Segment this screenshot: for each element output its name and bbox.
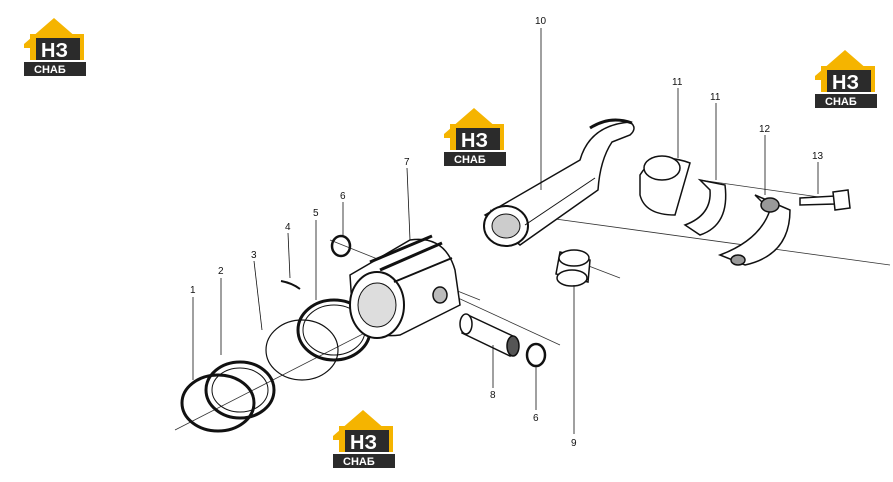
svg-text:СНАБ: СНАБ — [825, 96, 857, 108]
callout-6-bottom: 6 — [533, 413, 539, 424]
callout-8: 8 — [490, 390, 496, 401]
circlip-bottom — [525, 342, 547, 368]
connecting-rod — [483, 118, 635, 247]
logo-top-right: НЗ СНАБ — [815, 50, 877, 108]
callout-1: 1 — [190, 285, 196, 296]
svg-text:СНАБ: СНАБ — [34, 64, 66, 76]
rod-bolt — [799, 189, 851, 211]
callout-3: 3 — [251, 250, 257, 261]
callout-11-left: 11 — [672, 77, 683, 88]
svg-text:НЗ: НЗ — [41, 40, 68, 62]
callout-5: 5 — [313, 208, 319, 219]
callout-4: 4 — [285, 222, 291, 233]
spring-wire — [280, 280, 301, 290]
logo-top-left: НЗ СНАБ — [24, 18, 86, 76]
svg-text:НЗ: НЗ — [350, 432, 377, 454]
piston-rings — [180, 360, 276, 433]
logo-center: НЗ СНАБ — [444, 108, 506, 166]
leader-lines — [192, 28, 819, 434]
callout-6-top: 6 — [340, 191, 346, 202]
piston — [349, 234, 461, 339]
svg-text:НЗ: НЗ — [832, 72, 859, 94]
callout-7: 7 — [404, 157, 410, 168]
svg-text:СНАБ: СНАБ — [343, 456, 375, 468]
callout-11-right: 11 — [710, 92, 721, 103]
svg-text:СНАБ: СНАБ — [454, 154, 486, 166]
callout-13: 13 — [812, 151, 824, 162]
piston-pin — [459, 313, 520, 358]
callout-10: 10 — [535, 16, 547, 27]
circlip-top — [330, 234, 352, 258]
rod-cap — [717, 194, 791, 266]
callout-12: 12 — [759, 124, 771, 135]
callout-9: 9 — [571, 438, 577, 449]
logo-bottom: НЗ СНАБ — [333, 410, 395, 468]
oil-ring-expander — [265, 319, 339, 381]
small-end-bush — [555, 249, 591, 287]
svg-text:НЗ: НЗ — [461, 130, 488, 152]
bearing-shells — [639, 155, 727, 236]
callout-2: 2 — [218, 266, 224, 277]
